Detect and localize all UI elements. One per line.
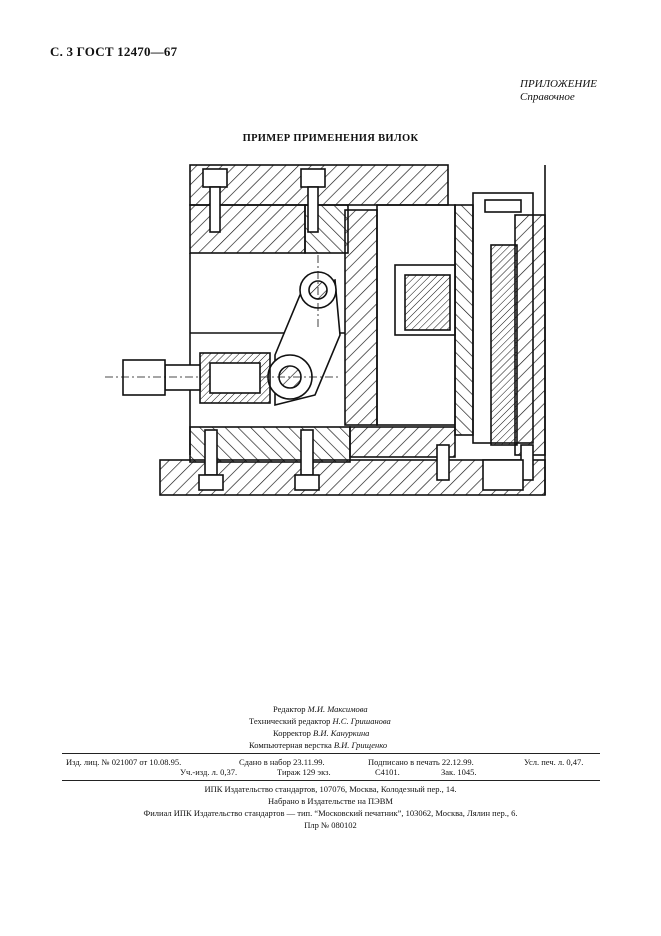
credit-layout: Компьютерная верстка В.И. Грищенко <box>249 740 388 750</box>
appendix-note: Справочное <box>520 91 575 103</box>
imprint-code: С4101. <box>375 767 400 777</box>
credit-corrector: Корректор В.И. Кануркина <box>273 728 370 738</box>
appendix-label: ПРИЛОЖЕНИЕ <box>520 78 597 90</box>
credit-editor: Редактор М.И. Максимова <box>273 704 368 714</box>
imprint-run: Тираж 129 экз. <box>277 767 331 777</box>
page-header: С. 3 ГОСТ 12470—67 <box>50 44 178 59</box>
publisher-line-4: Плр № 080102 <box>304 820 357 830</box>
credit-tech-editor: Технический редактор Н.С. Гришанова <box>249 716 391 726</box>
imprint-order: Зак. 1045. <box>441 767 477 777</box>
imprint-signed: Подписано в печать 22.12.99. <box>368 757 474 767</box>
publisher-line-1: ИПК Издательство стандартов, 107076, Мос… <box>204 784 457 794</box>
appendix-label-block: ПРИЛОЖЕНИЕ Справочное <box>520 78 597 104</box>
figure-title: ПРИМЕР ПРИМЕНЕНИЯ ВИЛОК <box>242 133 419 144</box>
imprint-print-sheets: Усл. печ. л. 0,47. <box>524 757 584 767</box>
assembly-drawing <box>105 164 546 496</box>
publisher-line-2: Набрано в Издательстве на ПЭВМ <box>268 796 393 806</box>
imprint-sent: Сдано в набор 23.11.99. <box>239 757 325 767</box>
imprint-license: Изд. лиц. № 021007 от 10.08.95. <box>66 757 182 767</box>
divider-top <box>62 753 600 754</box>
imprint-pub-sheets: Уч.-изд. л. 0,37. <box>180 767 238 777</box>
publisher-line-3: Филиал ИПК Издательство стандартов — тип… <box>143 808 518 818</box>
divider-bottom <box>62 780 600 781</box>
